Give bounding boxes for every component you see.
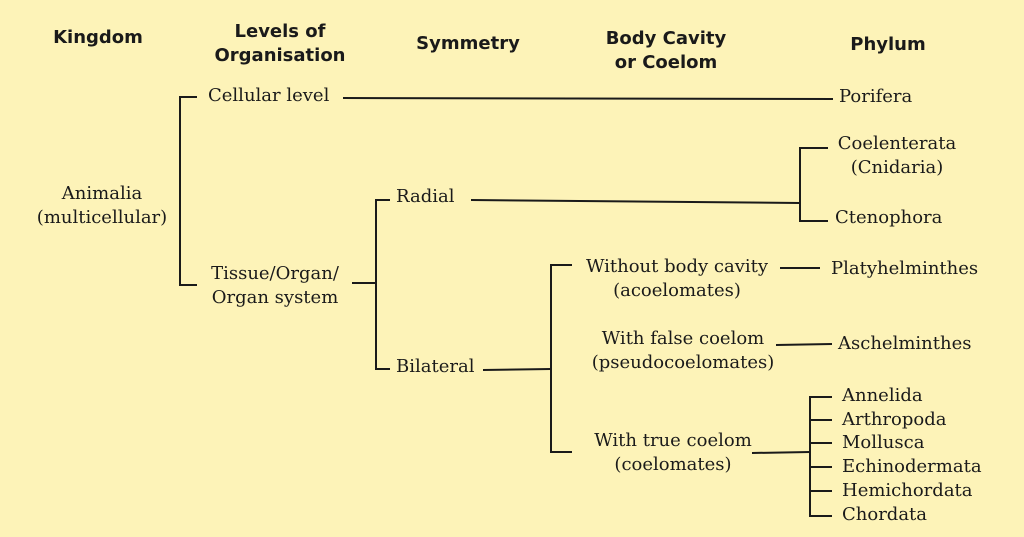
line-radial-phylum bbox=[470, 199, 801, 204]
node-radial: Radial bbox=[396, 186, 455, 207]
node-acoelomates: Without body cavity (acoelomates) bbox=[585, 256, 769, 301]
node-pseudocoelomates: With false coelom (pseudocoelomates) bbox=[591, 328, 775, 373]
phylum-aschelminthes: Aschelminthes bbox=[838, 333, 972, 354]
radial-phylum-bracket bbox=[799, 147, 828, 222]
node-tissue-organ: Tissue/Organ/ Organ system bbox=[211, 263, 339, 308]
phylum-platyhelminthes: Platyhelminthes bbox=[831, 258, 979, 279]
phylum-coelenterata: Coelenterata (Cnidaria) bbox=[837, 133, 957, 178]
node-cellular-level: Cellular level bbox=[208, 85, 330, 106]
header-kingdom: Kingdom bbox=[53, 27, 143, 48]
kingdom-bracket bbox=[179, 96, 197, 286]
header-body-cavity: Body Cavity or Coelom bbox=[605, 28, 727, 73]
line-cellular-porifera bbox=[342, 97, 834, 100]
phylum-ctenophora: Ctenophora bbox=[835, 207, 943, 228]
node-coelomates: With true coelom (coelomates) bbox=[594, 430, 752, 475]
node-animalia: Animalia (multicellular) bbox=[36, 183, 168, 228]
header-levels: Levels of Organisation bbox=[214, 21, 346, 66]
line-pseudo-aschel bbox=[775, 343, 833, 346]
node-bilateral: Bilateral bbox=[396, 356, 475, 377]
phylum-annelida: Annelida bbox=[842, 385, 923, 406]
coelomate-phyla-bracket bbox=[809, 396, 832, 517]
phylum-arthropoda: Arthropoda bbox=[842, 409, 947, 430]
header-phylum: Phylum bbox=[850, 34, 926, 55]
phylum-hemichordata: Hemichordata bbox=[842, 480, 973, 501]
line-bilateral-cavity bbox=[482, 368, 552, 371]
symmetry-bracket bbox=[375, 199, 390, 370]
phylum-mollusca: Mollusca bbox=[842, 432, 925, 453]
phylum-porifera: Porifera bbox=[839, 86, 913, 107]
phylum-chordata: Chordata bbox=[842, 504, 928, 525]
line-coelomates-phyla bbox=[751, 451, 811, 454]
phylum-echinodermata: Echinodermata bbox=[842, 456, 982, 477]
cavity-bracket bbox=[550, 264, 572, 453]
header-symmetry: Symmetry bbox=[416, 33, 520, 54]
